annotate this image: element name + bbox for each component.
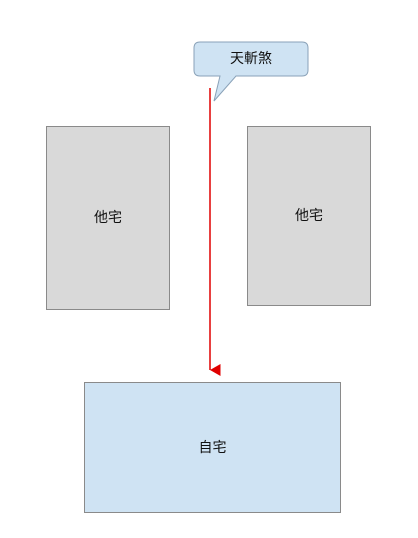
other-house-left: 他宅 xyxy=(46,126,170,310)
callout-bubble xyxy=(193,41,309,102)
own-house-label: 自宅 xyxy=(198,439,227,456)
other-house-left-label: 他宅 xyxy=(94,210,122,226)
own-house: 自宅 xyxy=(84,382,341,513)
callout-label: 天斬煞 xyxy=(230,51,272,67)
other-house-right: 他宅 xyxy=(247,126,371,306)
other-house-right-label: 他宅 xyxy=(295,208,323,224)
